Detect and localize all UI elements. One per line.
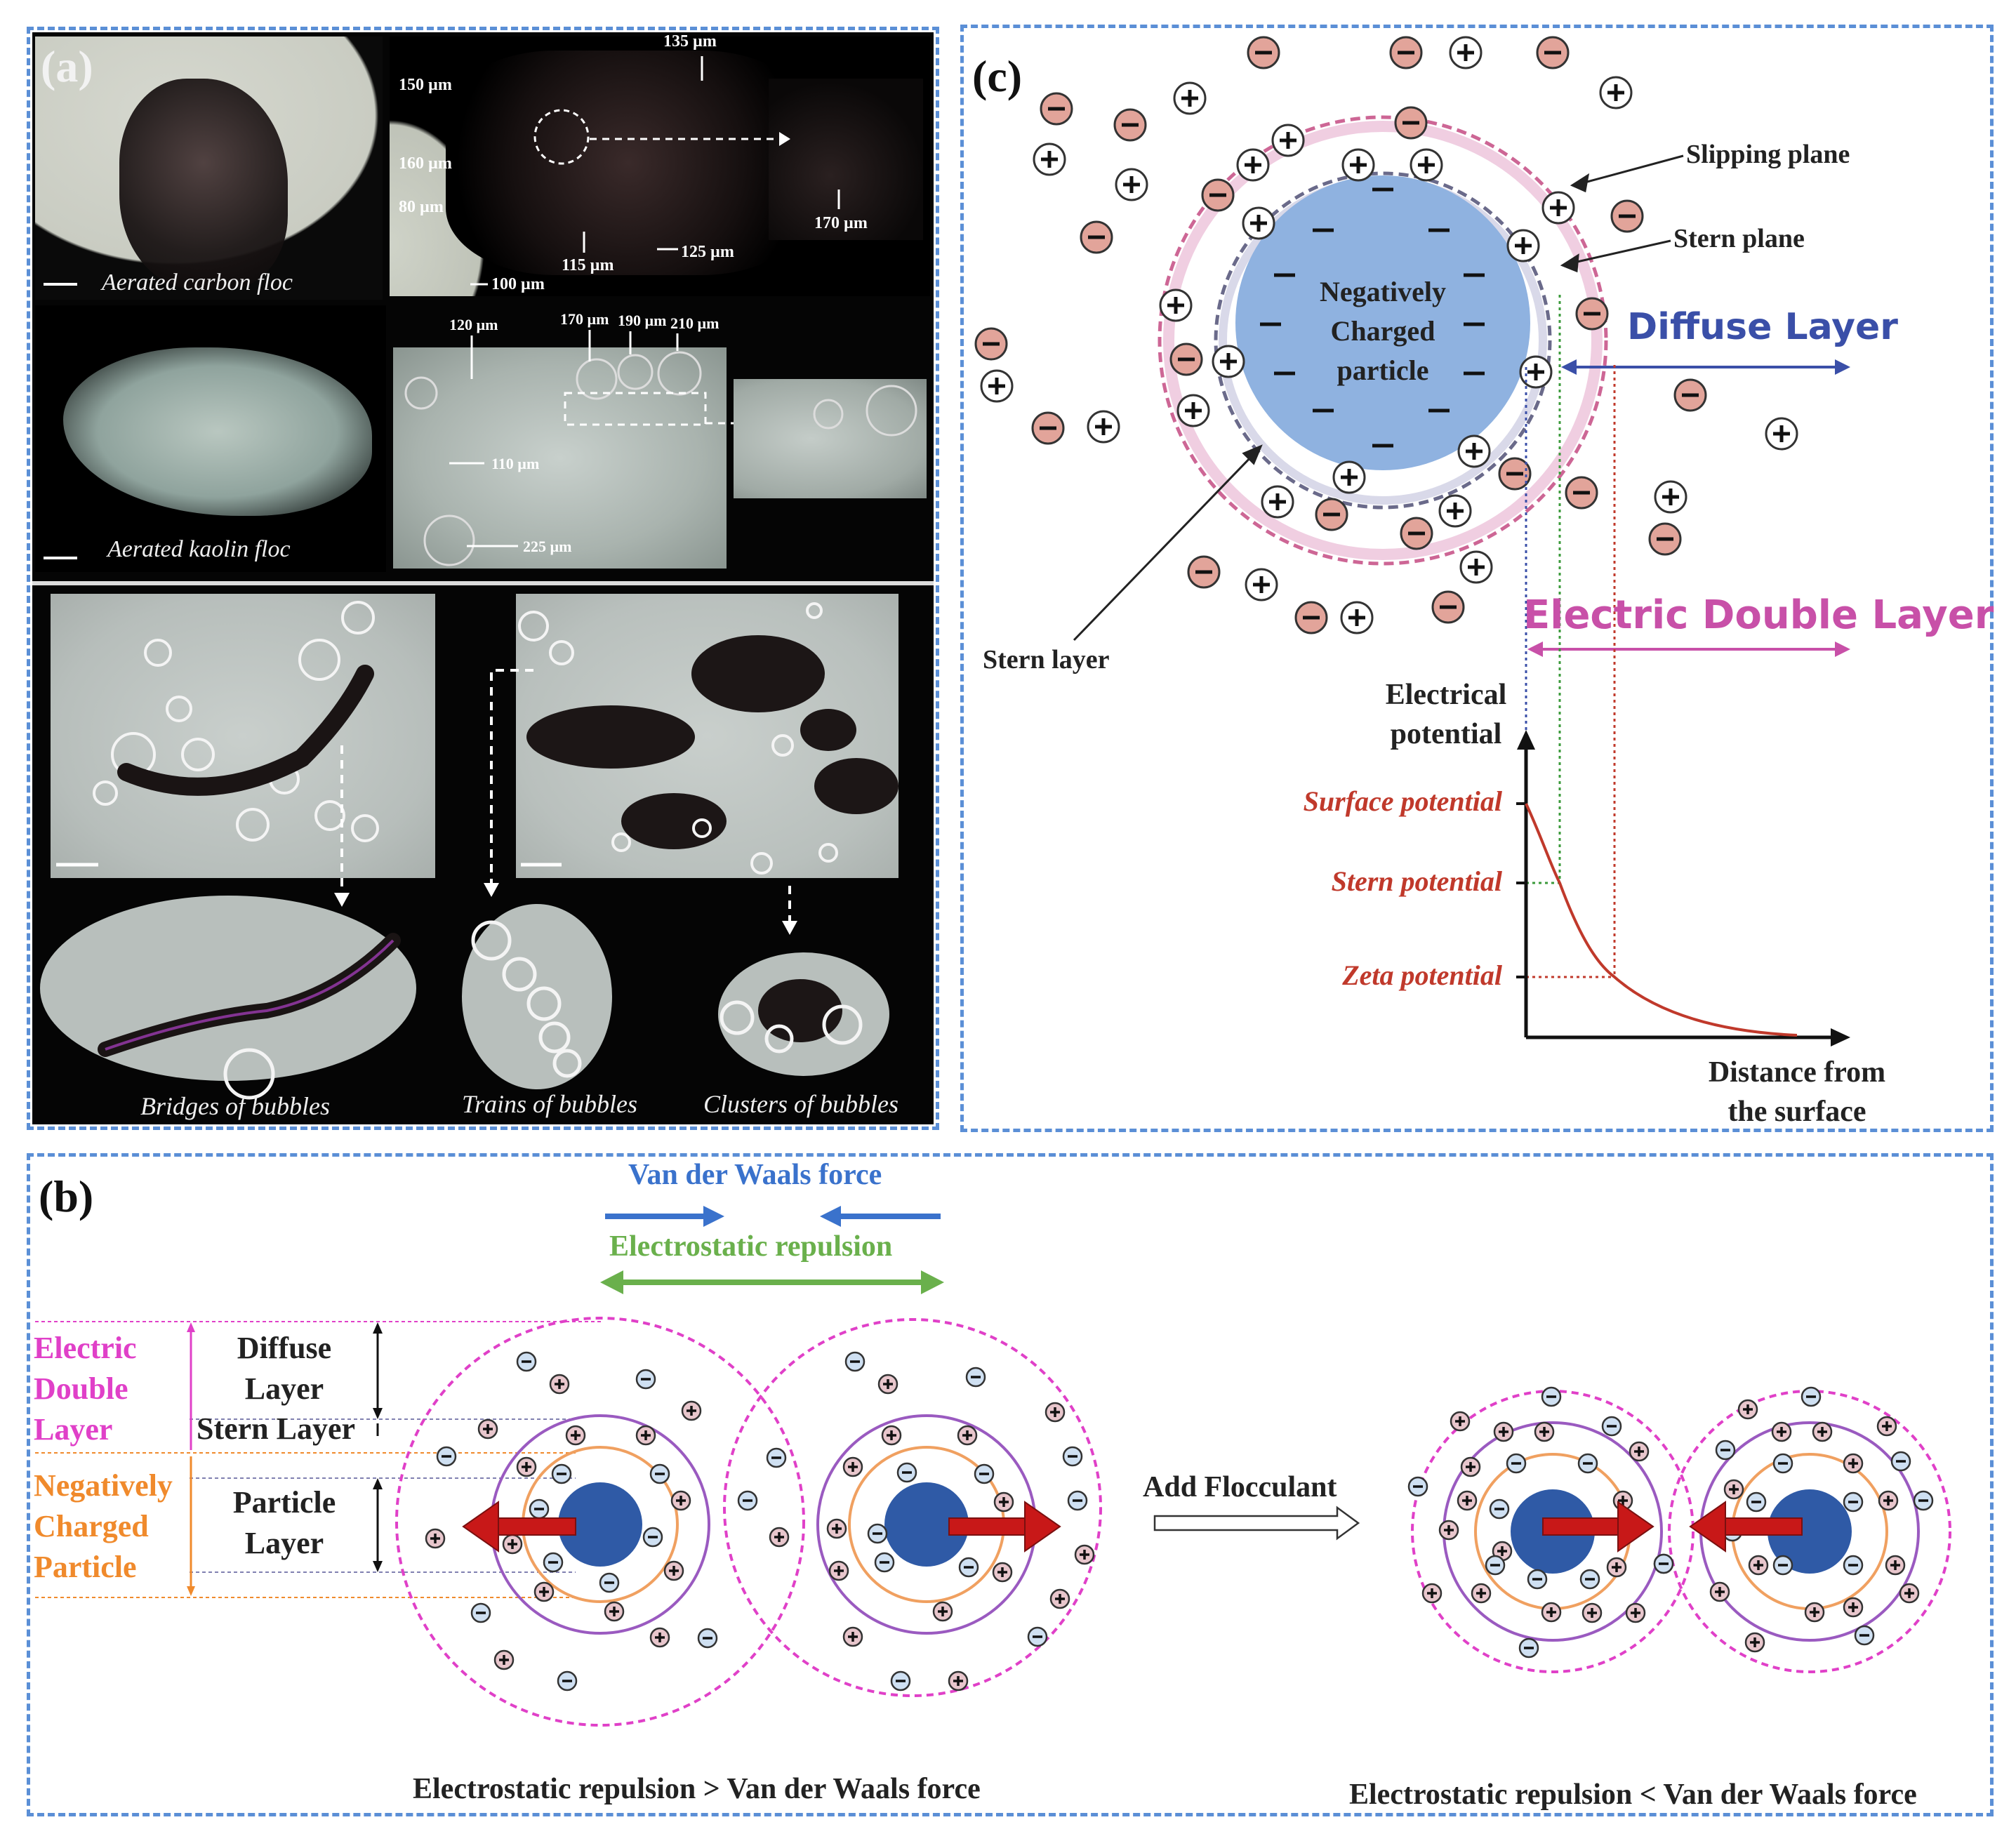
size-label: 80 µm <box>399 198 444 216</box>
size-label: 100 µm <box>491 275 545 293</box>
trains-zoom-ellipse <box>462 904 612 1089</box>
size-label: 170 µm <box>814 214 868 232</box>
panel-c-frame <box>960 25 1994 1132</box>
size-label: 225 µm <box>523 538 572 555</box>
repulsion-label: Electrostatic repulsion <box>609 1230 893 1263</box>
bridges-photo <box>51 594 435 878</box>
kaolin-zoom-photo <box>734 379 927 498</box>
y-axis-label: Electrical potential <box>1385 679 1507 750</box>
size-label: 115 µm <box>562 256 614 274</box>
particle-layer-legend: Particle Layer <box>232 1485 336 1560</box>
kaolin-floc-photo <box>35 305 386 572</box>
zeta-potential-label: Zeta potential <box>1342 959 1502 991</box>
stern-layer-label: Stern layer <box>983 645 1110 674</box>
size-label: 120 µm <box>449 316 498 333</box>
size-label: 190 µm <box>618 312 667 329</box>
stern-plane-label: Stern plane <box>1673 224 1805 253</box>
add-flocculant-label: Add Flocculant <box>1143 1471 1337 1503</box>
carbon-floc-caption: Aerated carbon floc <box>102 270 293 295</box>
stern-layer-legend: Stern Layer <box>197 1411 356 1446</box>
edl-label: Electric Double Layer <box>1523 592 1994 638</box>
carbon-floc-photo <box>35 36 383 300</box>
trains-caption: Trains of bubbles <box>462 1090 638 1118</box>
clusters-caption: Clusters of bubbles <box>703 1090 899 1118</box>
panel-c-label: (c) <box>972 51 1023 101</box>
size-label: 110 µm <box>491 455 539 472</box>
slipping-plane-label: Slipping plane <box>1686 140 1850 169</box>
kaolin-bubbles-photo <box>393 347 727 569</box>
size-label: 170 µm <box>560 310 609 328</box>
caption-vdw-dominant: Electrostatic repulsion < Van der Waals … <box>1349 1779 1917 1811</box>
panel-b-frame <box>27 1153 1994 1816</box>
carbon-bubbles-photo <box>390 36 930 296</box>
x-axis-label: Distance from the surface <box>1708 1056 1886 1128</box>
surface-potential-label: Surface potential <box>1303 785 1502 817</box>
diffuse-layer-label: Diffuse Layer <box>1627 306 1898 348</box>
panel-a-divider <box>32 581 934 585</box>
negative-particle <box>1235 175 1530 470</box>
potential-decay-curve <box>1525 803 1798 1037</box>
kaolin-floc-caption: Aerated kaolin floc <box>107 536 291 562</box>
edl-legend-label: Electric Double Layer <box>34 1331 137 1447</box>
panel-b-label: (b) <box>39 1171 94 1221</box>
size-label: 135 µm <box>663 32 717 51</box>
size-label: 125 µm <box>681 243 734 261</box>
bridges-caption: Bridges of bubbles <box>140 1092 330 1120</box>
diffuse-layer-legend: Diffuse Layer <box>237 1331 332 1406</box>
vdw-label: Van der Waals force <box>628 1159 882 1191</box>
panel-a-frame <box>27 27 939 1130</box>
size-label: 210 µm <box>670 314 719 332</box>
panel-a-label: (a) <box>41 41 93 91</box>
stern-potential-label: Stern potential <box>1331 865 1502 897</box>
caption-repulsion-dominant: Electrostatic repulsion > Van der Waals … <box>413 1773 981 1805</box>
size-label: 160 µm <box>399 154 452 173</box>
particle-label: Negatively Charged particle <box>1320 276 1446 386</box>
ncp-legend-label: Negatively Charged Particle <box>34 1468 173 1584</box>
size-label: 150 µm <box>399 76 452 94</box>
